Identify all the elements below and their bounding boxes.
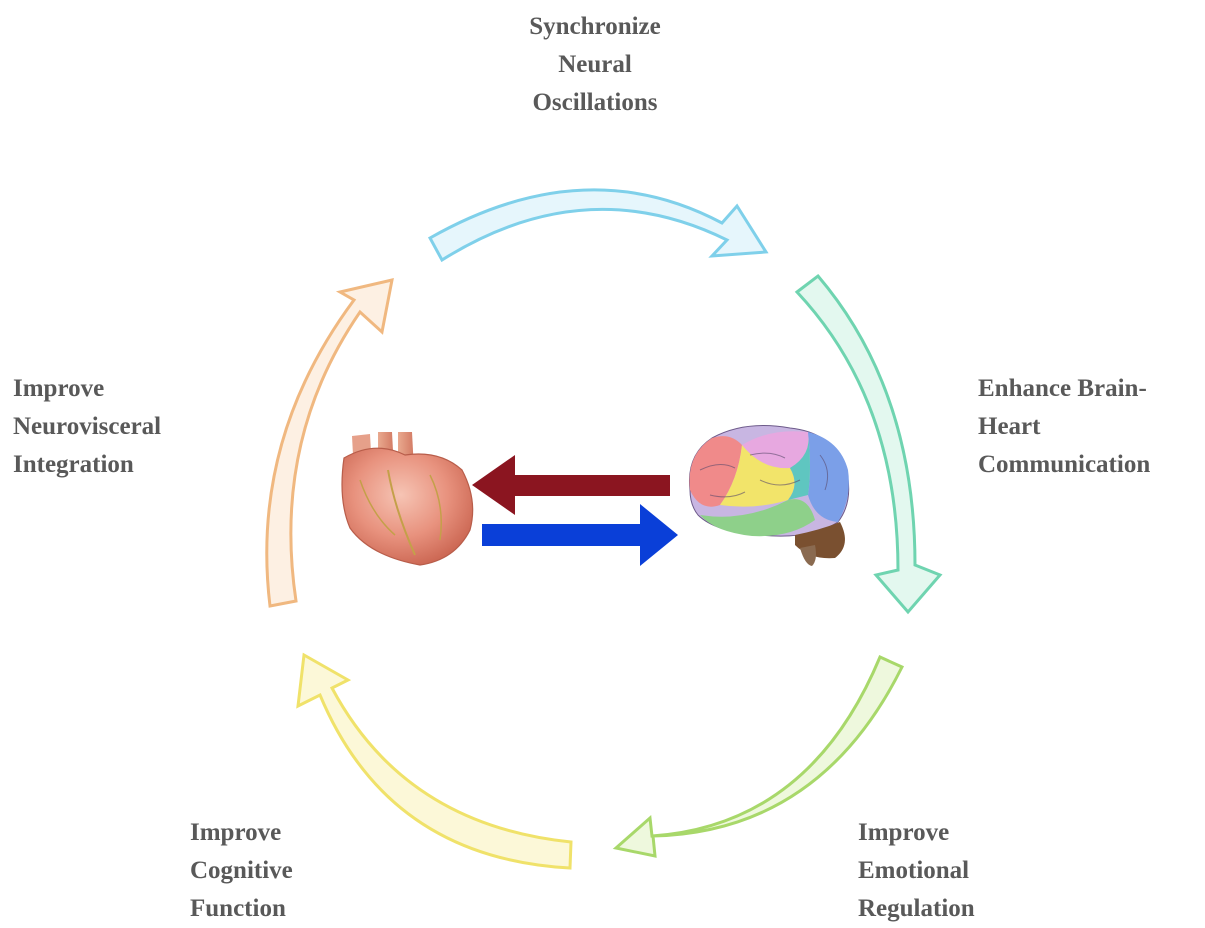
label-line: Synchronize (529, 13, 661, 40)
label-line: Neurovisceral (13, 413, 162, 440)
heart-illustration (341, 432, 474, 566)
label-improve-emotional-regulation: Improve Emotional Regulation (858, 814, 975, 928)
arrow-emotional-to-cognitive (612, 654, 905, 858)
label-line: Neural (558, 51, 632, 78)
label-line: Communication (978, 451, 1151, 478)
label-line: Improve (858, 819, 950, 846)
label-line: Oscillations (532, 89, 658, 116)
arrow-synchronize-to-enhance (427, 188, 769, 263)
label-line: Improve (13, 375, 105, 402)
arrow-neurovisceral-to-synchronize (265, 278, 394, 608)
label-line: Emotional (858, 857, 970, 884)
label-line: Enhance Brain- (978, 375, 1147, 402)
label-line: Cognitive (190, 857, 293, 884)
label-line: Heart (978, 413, 1041, 440)
label-line: Regulation (858, 895, 975, 922)
brain-illustration (688, 425, 850, 566)
arrow-cognitive-to-neurovisceral (296, 652, 573, 870)
label-synchronize-neural-oscillations: Synchronize Neural Oscillations (500, 8, 690, 122)
brain-to-heart-arrow (472, 455, 670, 515)
label-line: Improve (190, 819, 282, 846)
label-line: Function (190, 895, 286, 922)
label-improve-neurovisceral-integration: Improve Neurovisceral Integration (13, 370, 161, 484)
heart-to-brain-arrow (482, 504, 678, 566)
label-line: Integration (13, 451, 134, 478)
arrow-enhance-to-emotional (794, 273, 943, 615)
label-enhance-brain-heart-communication: Enhance Brain- Heart Communication (978, 370, 1150, 484)
label-improve-cognitive-function: Improve Cognitive Function (190, 814, 293, 928)
